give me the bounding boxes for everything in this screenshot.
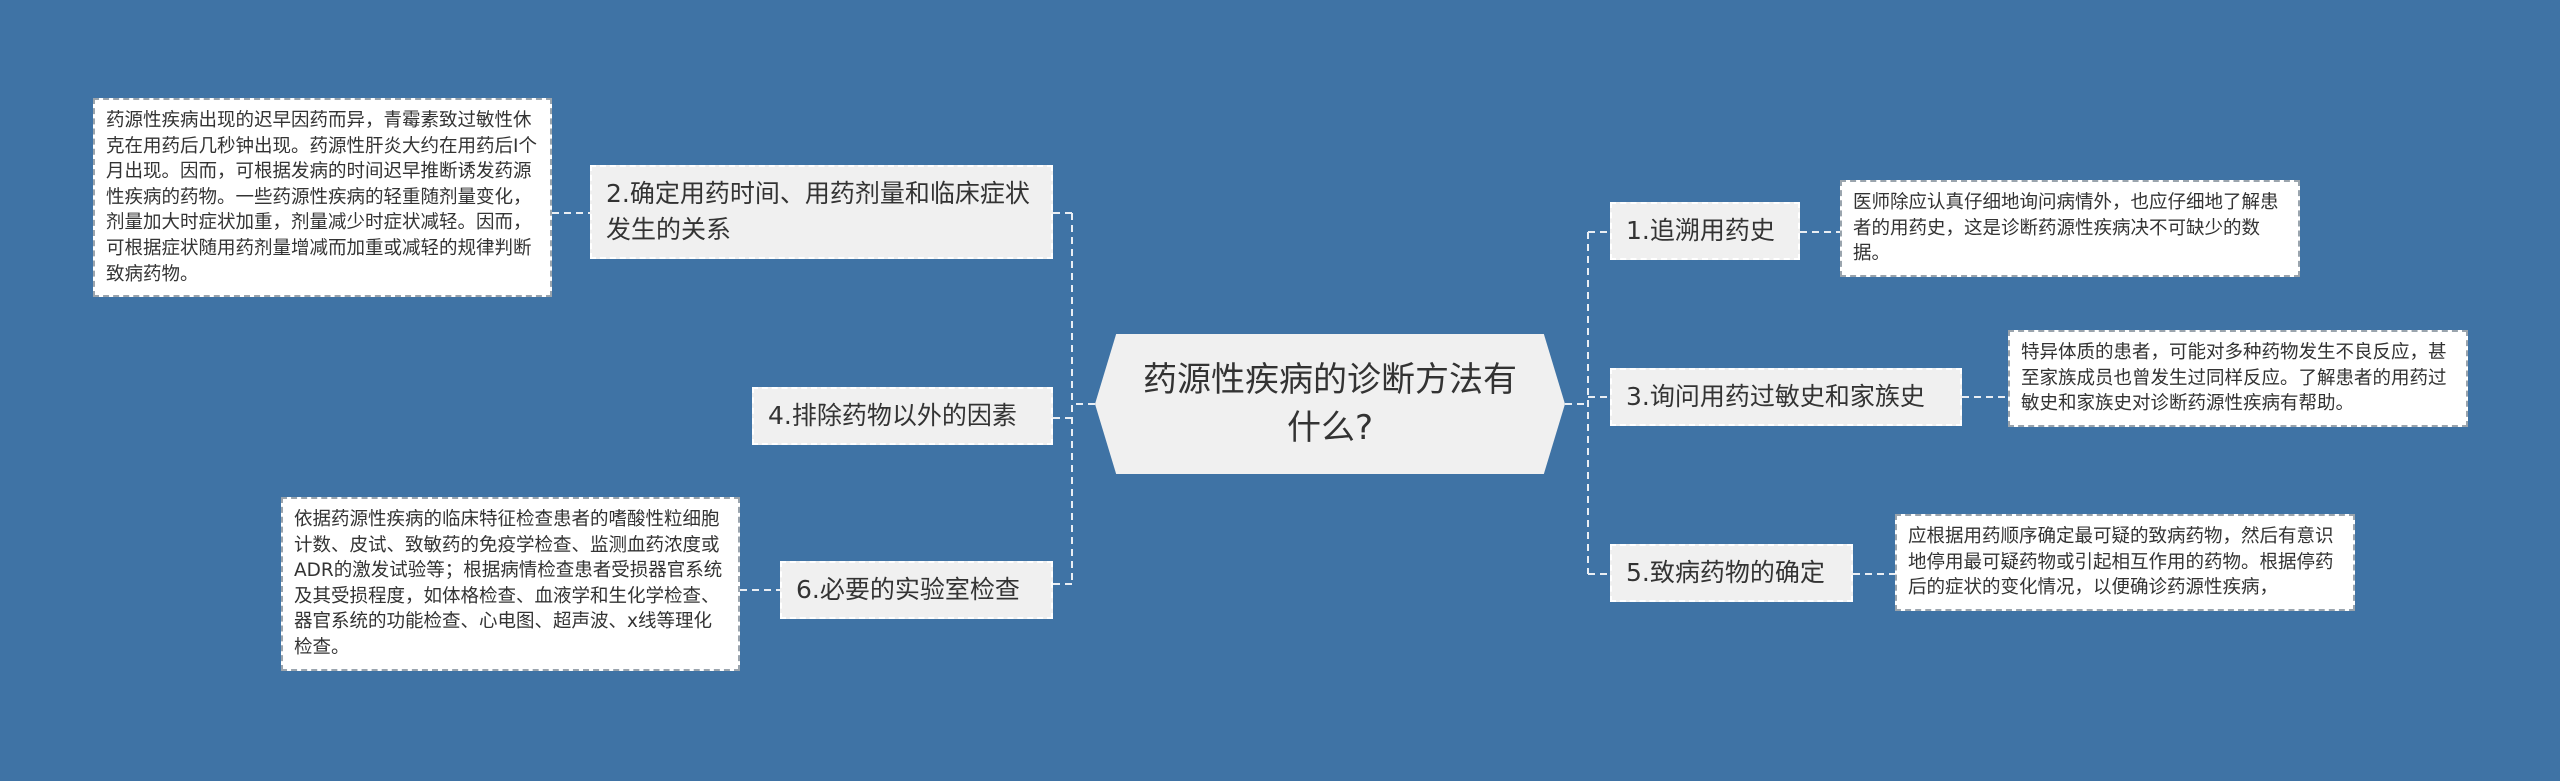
branch-5-determine-drug[interactable]: 5.致病药物的确定 — [1610, 544, 1853, 602]
branch-4-exclude-factors[interactable]: 4.排除药物以外的因素 — [752, 387, 1053, 445]
branch-1-detail[interactable]: 医师除应认真仔细地询问病情外，也应仔细地了解患者的用药史，这是诊断药源性疾病决不… — [1840, 180, 2300, 277]
central-topic-label: 药源性疾病的诊断方法有什么? — [1143, 360, 1517, 448]
branch-5-label: 5.致病药物的确定 — [1626, 558, 1825, 587]
branch-1-medication-history[interactable]: 1.追溯用药史 — [1610, 202, 1800, 260]
branch-2-detail-text: 药源性疾病出现的迟早因药而异，青霉素致过敏性休克在用药后几秒钟出现。药源性肝炎大… — [106, 110, 537, 285]
branch-6-lab-tests[interactable]: 6.必要的实验室检查 — [780, 561, 1053, 619]
branch-1-detail-text: 医师除应认真仔细地询问病情外，也应仔细地了解患者的用药史，这是诊断药源性疾病决不… — [1853, 192, 2279, 265]
branch-6-label: 6.必要的实验室检查 — [796, 575, 1020, 604]
branch-4-label: 4.排除药物以外的因素 — [768, 401, 1017, 430]
central-topic[interactable]: 药源性疾病的诊断方法有什么? — [1095, 334, 1565, 474]
branch-2-label: 2.确定用药时间、用药剂量和临床症状发生的关系 — [606, 179, 1030, 244]
branch-5-detail-text: 应根据用药顺序确定最可疑的致病药物，然后有意识地停用最可疑药物或引起相互作用的药… — [1908, 526, 2334, 599]
branch-3-label: 3.询问用药过敏史和家族史 — [1626, 382, 1925, 411]
branch-5-detail[interactable]: 应根据用药顺序确定最可疑的致病药物，然后有意识地停用最可疑药物或引起相互作用的药… — [1895, 514, 2355, 611]
branch-3-allergy-family-history[interactable]: 3.询问用药过敏史和家族史 — [1610, 368, 1962, 426]
branch-6-detail-text: 依据药源性疾病的临床特征检查患者的嗜酸性粒细胞计数、皮试、致敏药的免疫学检查、监… — [294, 509, 723, 658]
branch-2-dosage-timing[interactable]: 2.确定用药时间、用药剂量和临床症状发生的关系 — [590, 165, 1053, 259]
branch-3-detail-text: 特异体质的患者，可能对多种药物发生不良反应，甚至家族成员也曾发生过同样反应。了解… — [2021, 342, 2447, 415]
branch-6-detail[interactable]: 依据药源性疾病的临床特征检查患者的嗜酸性粒细胞计数、皮试、致敏药的免疫学检查、监… — [281, 497, 740, 671]
branch-3-detail[interactable]: 特异体质的患者，可能对多种药物发生不良反应，甚至家族成员也曾发生过同样反应。了解… — [2008, 330, 2468, 427]
branch-1-label: 1.追溯用药史 — [1626, 216, 1775, 245]
branch-2-detail[interactable]: 药源性疾病出现的迟早因药而异，青霉素致过敏性休克在用药后几秒钟出现。药源性肝炎大… — [93, 98, 552, 298]
